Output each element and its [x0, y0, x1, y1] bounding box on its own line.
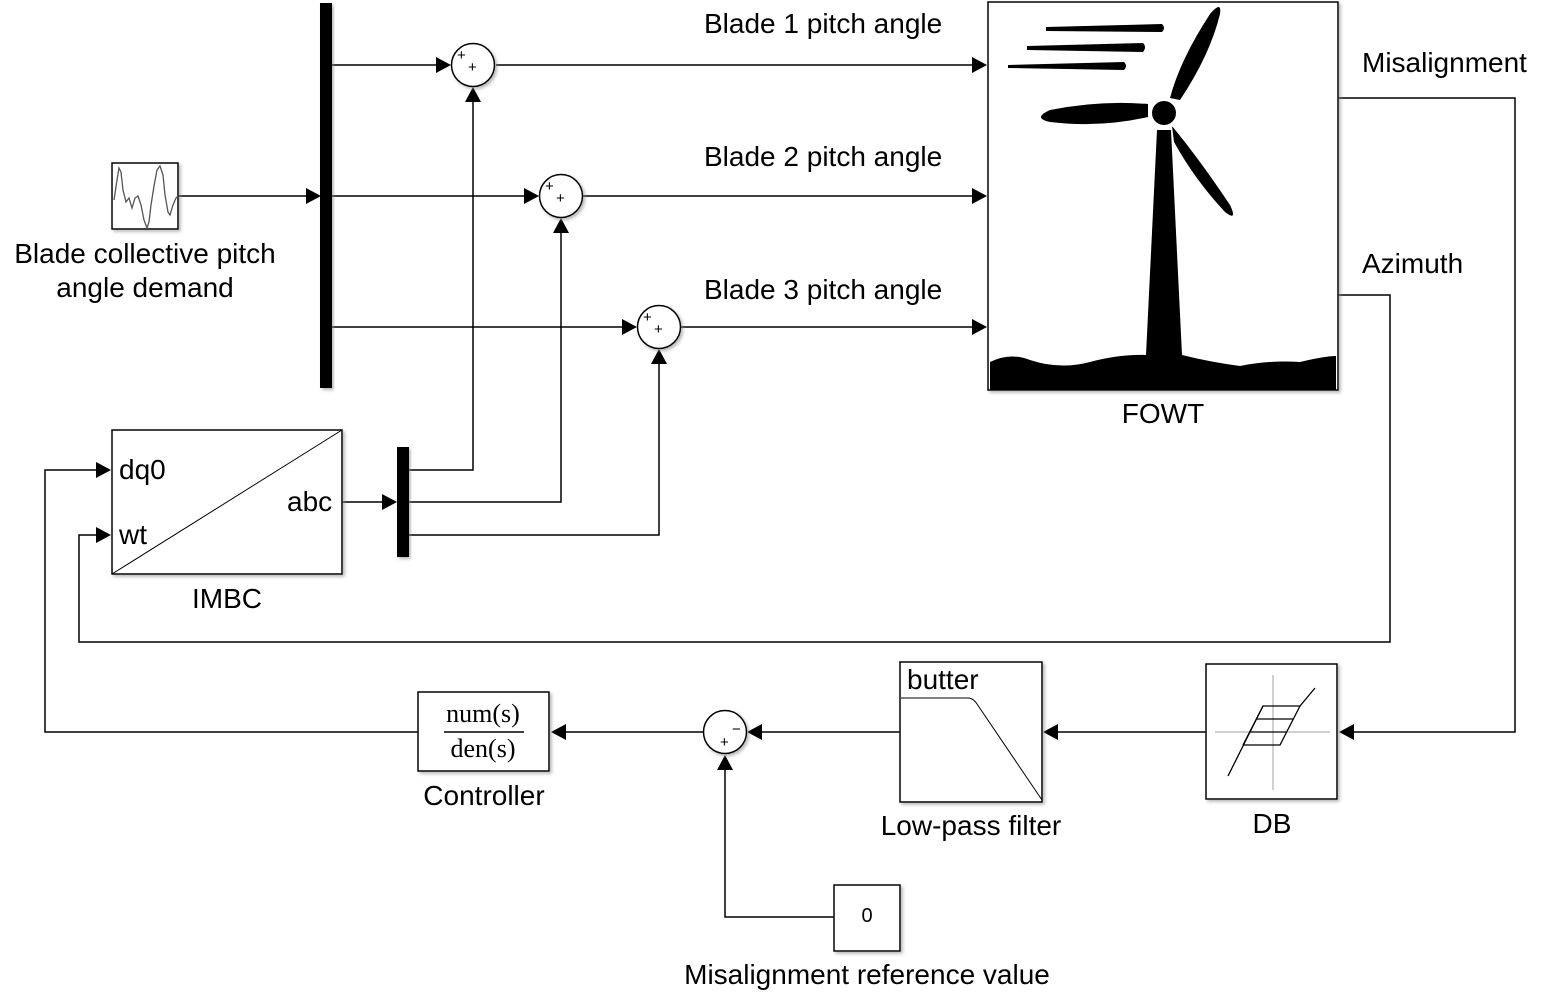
- imbc-demux-bar[interactable]: [397, 447, 409, 557]
- sum2-sign-a: +: [545, 178, 554, 195]
- controller-block[interactable]: [417, 691, 550, 772]
- arrow-up-icon: [717, 755, 733, 770]
- arrow-left-icon: [747, 724, 762, 740]
- arrow-left-icon: [551, 724, 566, 740]
- imbc-block[interactable]: [111, 429, 343, 575]
- signal-waveform-icon: [113, 164, 179, 230]
- arrow-right-icon: [972, 319, 987, 335]
- sum-block-blade-2[interactable]: [538, 173, 584, 219]
- arrow-right-icon: [382, 494, 397, 510]
- deadband-icon: [1215, 675, 1330, 790]
- signal-lines: [44, 64, 1516, 918]
- arrow-up-icon: [651, 349, 667, 364]
- sum-block-error[interactable]: [702, 709, 748, 755]
- sum1-sign-a: +: [457, 47, 466, 64]
- fowt-label: FOWT: [1121, 398, 1205, 429]
- misalignment-output-label: Misalignment: [1362, 47, 1527, 78]
- source-block[interactable]: [111, 162, 179, 230]
- arrow-right-icon: [972, 57, 987, 73]
- azimuth-output-label: Azimuth: [1362, 248, 1464, 279]
- arrowheads: [96, 57, 1354, 770]
- sum-error-sign-plus: +: [720, 734, 729, 751]
- sum-block-blade-1[interactable]: [450, 42, 496, 88]
- sum1-sign-b: +: [468, 59, 477, 76]
- blade-2-pitch-label: Blade 2 pitch angle: [704, 141, 943, 172]
- sum3-sign-b: +: [654, 321, 663, 338]
- arrow-right-icon: [622, 319, 637, 335]
- line-imbc-to-sum3[interactable]: [409, 364, 660, 536]
- lowpass-filter-label: Low-pass filter: [880, 810, 1062, 841]
- arrow-right-icon: [96, 462, 111, 478]
- sum-error-sign-minus: −: [732, 721, 741, 738]
- line-controller-to-imbc[interactable]: [44, 469, 418, 733]
- controller-label: Controller: [423, 780, 545, 811]
- arrow-right-icon: [306, 188, 321, 204]
- line-azimuth-to-imbc[interactable]: [78, 294, 1391, 643]
- demux-bar[interactable]: [320, 3, 332, 388]
- source-label-line1: Blade collective pitch: [14, 238, 276, 269]
- arrow-right-icon: [436, 57, 451, 73]
- blade-3-pitch-label: Blade 3 pitch angle: [704, 274, 943, 305]
- reference-constant-block[interactable]: [833, 884, 901, 952]
- imbc-port-abc: abc: [287, 486, 333, 517]
- arrow-up-icon: [465, 87, 481, 102]
- arrow-up-icon: [553, 218, 569, 233]
- deadband-block[interactable]: [1205, 663, 1338, 800]
- fowt-block[interactable]: [987, 1, 1339, 391]
- imbc-port-wt: wt: [119, 519, 147, 550]
- line-imbc-to-sum1[interactable]: [409, 102, 474, 471]
- imbc-label: IMBC: [192, 583, 262, 614]
- filter-response-icon: [901, 697, 1043, 801]
- arrow-right-icon: [524, 188, 539, 204]
- sum3-sign-a: +: [643, 309, 652, 326]
- line-misalignment-to-db[interactable]: [1338, 97, 1516, 733]
- imbc-port-dq0: dq0: [119, 454, 166, 485]
- imbc-diagonal: [111, 429, 343, 575]
- arrow-left-icon: [1043, 724, 1058, 740]
- arrow-left-icon: [1339, 724, 1354, 740]
- source-label-line2: angle demand: [56, 272, 234, 303]
- deadband-label: DB: [1252, 808, 1292, 839]
- controller-numerator: num(s): [446, 699, 520, 728]
- line-reference-to-sum[interactable]: [724, 770, 834, 918]
- filter-type-label: butter: [907, 664, 979, 695]
- sum-block-blade-3[interactable]: [636, 304, 682, 350]
- sum2-sign-b: +: [556, 190, 565, 207]
- arrow-right-icon: [972, 188, 987, 204]
- reference-value: 0: [861, 905, 873, 927]
- blade-1-pitch-label: Blade 1 pitch angle: [704, 8, 943, 39]
- lowpass-filter-block[interactable]: [899, 661, 1043, 803]
- wind-turbine-icon: [990, 7, 1336, 390]
- line-imbc-to-sum2[interactable]: [409, 233, 562, 503]
- reference-label: Misalignment reference value: [684, 959, 1050, 990]
- controller-denominator: den(s): [450, 734, 516, 763]
- arrow-right-icon: [96, 527, 111, 543]
